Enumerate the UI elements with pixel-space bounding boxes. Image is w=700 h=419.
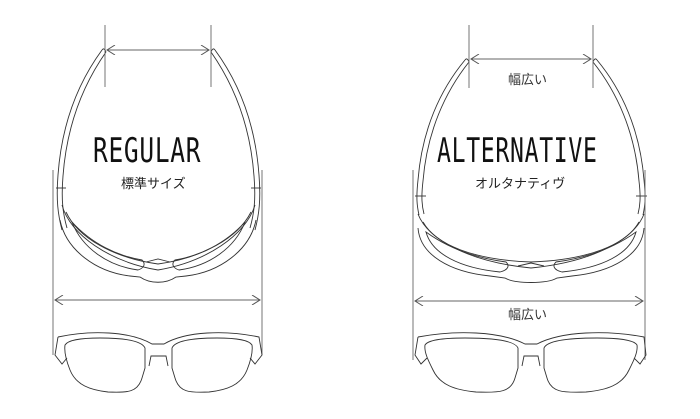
regular-front-view-frame bbox=[54, 332, 263, 393]
alternative-top-dimension-label: 幅広い bbox=[508, 73, 548, 88]
regular-top-view-frame bbox=[56, 48, 261, 283]
regular-temple-width-dimension bbox=[104, 25, 212, 87]
alternative-overall-width-dimension bbox=[412, 170, 646, 360]
regular-subtitle: 標準サイズ bbox=[121, 177, 186, 192]
alternative-bottom-dimension-label: 幅広い bbox=[508, 308, 548, 323]
regular-panel bbox=[52, 25, 263, 393]
alternative-title: ALTERNATIVE bbox=[437, 131, 598, 171]
regular-overall-width-dimension bbox=[52, 170, 263, 355]
alternative-front-view-frame bbox=[414, 332, 647, 393]
regular-title: REGULAR bbox=[93, 131, 202, 171]
alternative-subtitle: オルタナティヴ bbox=[475, 177, 566, 192]
alternative-panel bbox=[412, 25, 647, 393]
alternative-temple-width-dimension bbox=[468, 25, 594, 88]
